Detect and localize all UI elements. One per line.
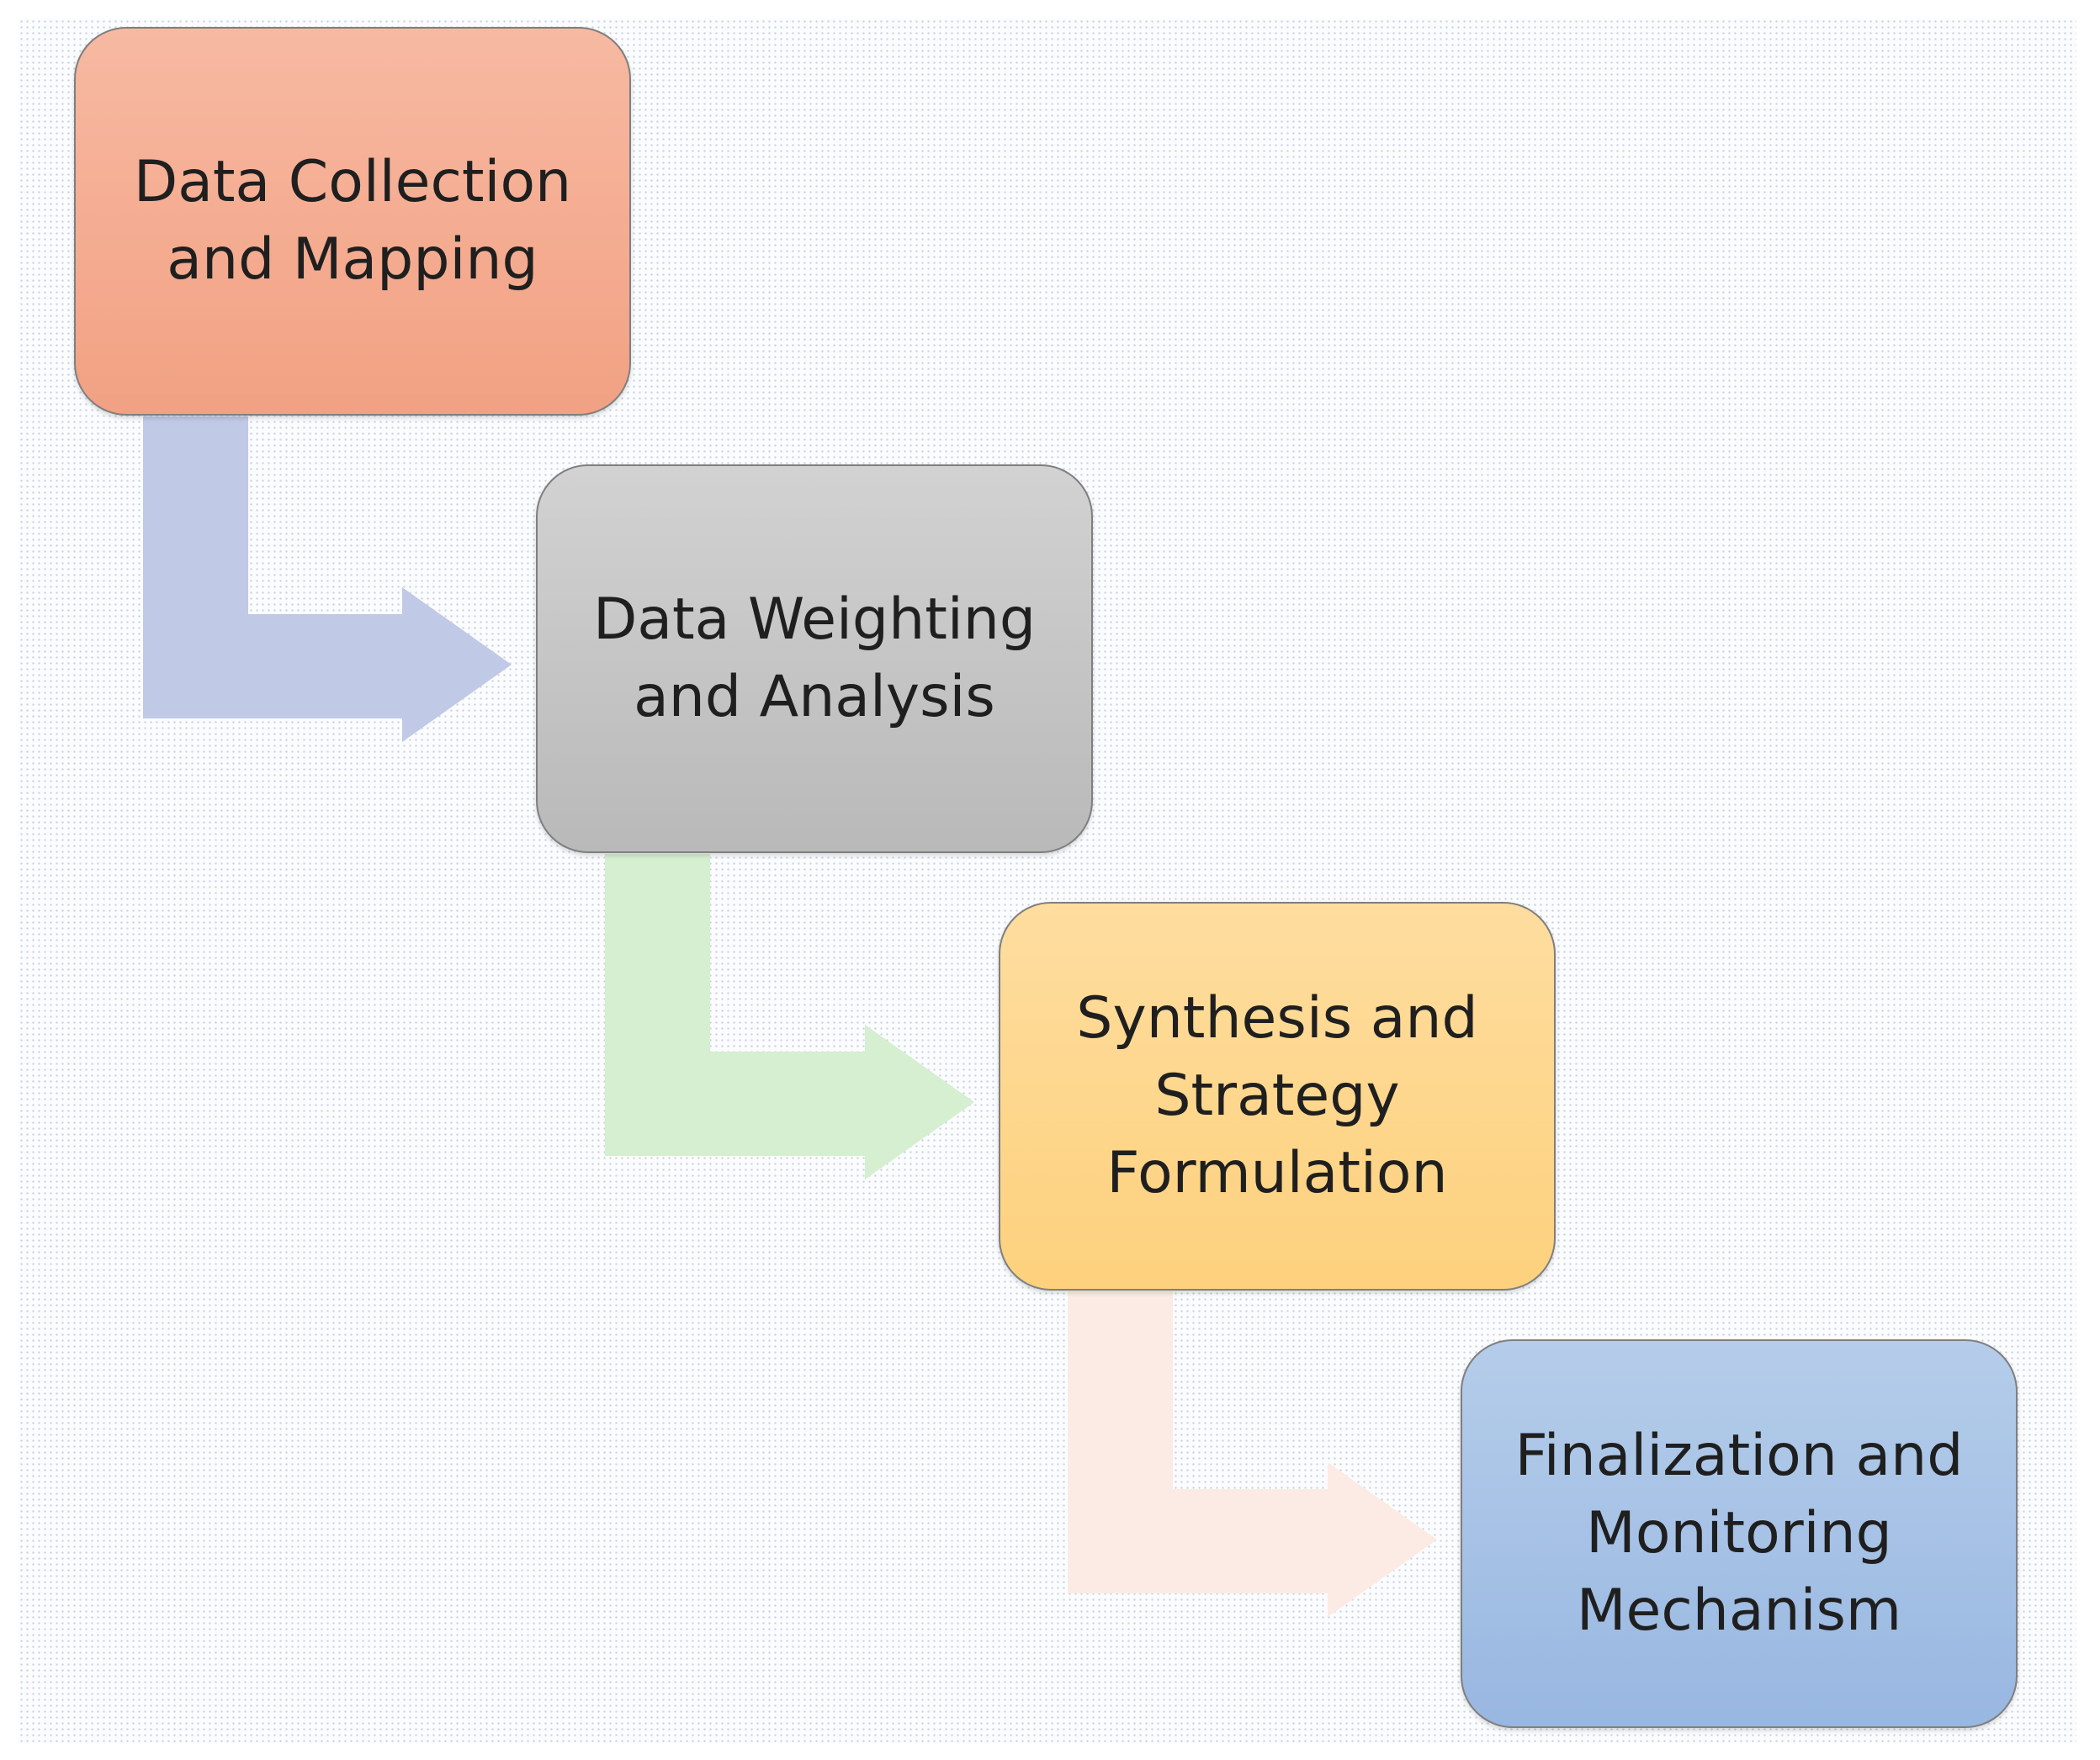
bent-arrow-3-to-4 bbox=[1068, 1291, 1437, 1617]
step-label-finalization: Finalization and Monitoring Mechanism bbox=[1514, 1423, 1964, 1644]
step-box-data-weighting: Data Weighting and Analysis bbox=[536, 464, 1093, 853]
step-label-synthesis: Synthesis and Strategy Formulation bbox=[1076, 985, 1478, 1206]
bent-arrow-2-to-3 bbox=[605, 854, 974, 1180]
step-box-finalization: Finalization and Monitoring Mechanism bbox=[1461, 1339, 2018, 1728]
step-box-data-collection: Data Collection and Mapping bbox=[74, 27, 631, 416]
step-label-data-collection: Data Collection and Mapping bbox=[133, 149, 572, 293]
bent-arrow-1-to-2 bbox=[143, 416, 512, 742]
step-box-synthesis: Synthesis and Strategy Formulation bbox=[999, 902, 1556, 1291]
step-label-data-weighting: Data Weighting and Analysis bbox=[592, 586, 1037, 730]
